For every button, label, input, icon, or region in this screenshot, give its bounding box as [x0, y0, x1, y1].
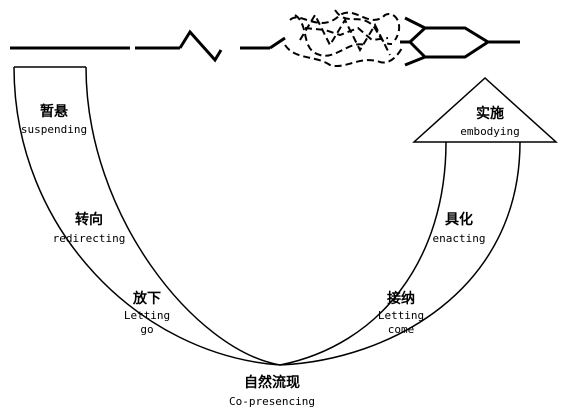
letting-come-label-en-1: Letting — [377, 309, 425, 322]
zigzag-tail — [269, 36, 286, 50]
letting-go-label-en-2: go — [140, 323, 154, 336]
enacting-label-cn: 具化 — [445, 212, 473, 228]
tangle-cloud — [284, 9, 403, 68]
redirecting-label-en: redirecting — [52, 232, 126, 245]
letting-come-label-cn: 接纳 — [387, 291, 415, 307]
redirecting-label-cn: 转向 — [75, 212, 103, 228]
suspending-label-cn: 暂悬 — [40, 104, 68, 120]
letting-come-label-en-2: come — [387, 323, 415, 336]
right-inner-curve — [279, 141, 447, 366]
letting-go-label-en-1: Letting — [123, 309, 171, 322]
enacting-label-en: enacting — [432, 232, 486, 245]
suspending-label-en: suspending — [20, 123, 88, 136]
embodying-arrowhead — [412, 76, 558, 143]
embodying-label-en: embodying — [460, 125, 520, 138]
right-outer-curve — [279, 141, 521, 366]
left-outer-curve — [13, 66, 281, 366]
u-band-right — [279, 141, 521, 366]
presencing-label-en: Co-presencing — [228, 395, 316, 408]
diverging-branches — [400, 16, 520, 67]
left-inner-curve — [85, 66, 281, 366]
broken-zigzag-line — [178, 29, 223, 63]
u-band-left — [13, 66, 281, 366]
letting-go-label-cn: 放下 — [133, 291, 161, 307]
top-flow-lines — [10, 29, 286, 63]
presencing-label-cn: 自然流现 — [244, 375, 300, 391]
embodying-label-cn: 实施 — [476, 106, 504, 122]
